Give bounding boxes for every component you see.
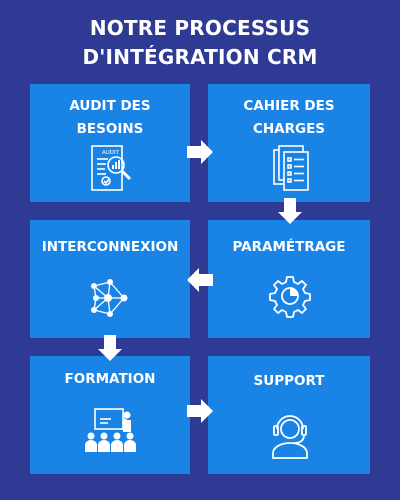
arrow-down-2 [98,335,122,361]
arrow-right-2 [187,399,213,423]
step-interconnexion-label: INTERCONNEXION [41,239,179,255]
step-audit-label-line-2: BESOINS [76,121,144,137]
step-interconnexion-box: INTERCONNEXION [30,220,190,338]
step-support-label: SUPPORT [253,373,325,389]
step-support-box: SUPPORT [208,356,370,474]
step-formation-label: FORMATION [64,371,156,387]
step-cahier-label-line-2: CHARGES [252,121,326,137]
step-cahier-label-line-1: CAHIER DES [243,98,335,114]
gear-settings-icon [269,276,311,318]
headset-support-icon [272,415,308,459]
arrow-right-1 [187,140,213,164]
step-parametrage-box: PARAMÉTRAGE [208,220,370,338]
step-formation-box: FORMATION [30,356,190,474]
audit-icon-text: AUDIT [102,150,120,156]
step-cahier-box: CAHIER DES CHARGES [208,84,370,202]
page-title-line-1: NOTRE PROCESSUS [89,16,311,40]
arrow-down-1 [278,198,302,224]
audit-document-magnifier-icon: AUDIT [91,145,132,191]
step-audit-label-line-1: AUDIT DES [69,98,151,114]
step-parametrage-label: PARAMÉTRAGE [232,239,346,255]
arrow-left-1 [187,268,213,292]
checklist-document-icon [273,145,309,191]
page-title-line-2: D'INTÉGRATION CRM [82,45,318,69]
network-nodes-icon [91,279,128,317]
training-presentation-icon [85,408,136,452]
step-audit-box: AUDIT DES BESOINS AUDIT [30,84,190,202]
